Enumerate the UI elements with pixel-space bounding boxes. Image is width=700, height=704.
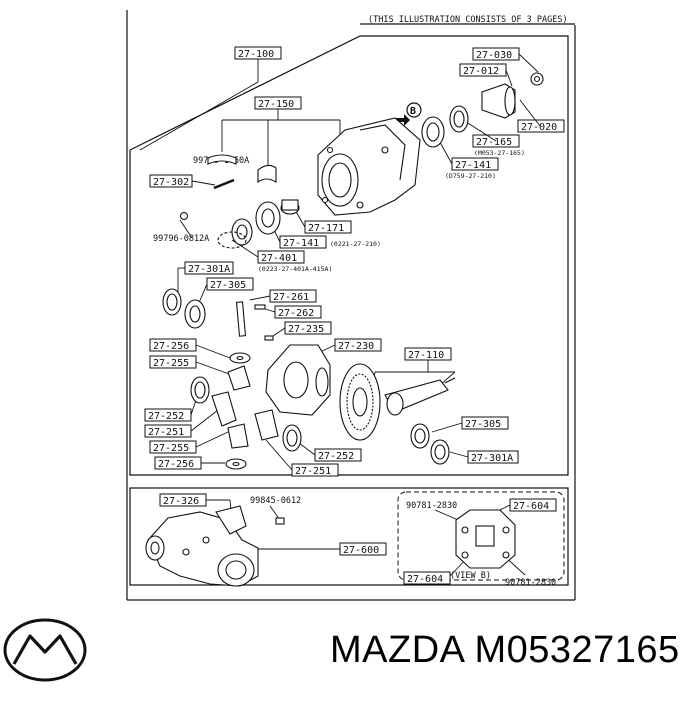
label-27-141b: 27-141 [283,238,319,249]
ref-0223-27-401a: (0223-27-401A-415A) [258,265,332,273]
label-27-302: 27-302 [153,177,189,188]
ref-m053-27-165: (M053-27-165) [474,149,525,157]
label-27-141a: 27-141 [455,160,491,171]
label-27-301b: 27-301A [471,453,513,464]
label-27-262: 27-262 [278,308,314,319]
view-b-marker: B [392,102,422,126]
ref-d759-27-210: (D759-27-210) [445,172,496,180]
main-panel [129,35,569,476]
label-27-235: 27-235 [288,324,324,335]
view-b-detail-drawing [455,509,516,569]
label-27-030: 27-030 [476,50,512,61]
mazda-logo-icon [3,618,87,682]
label-27-171: 27-171 [308,223,344,234]
label-27-252a: 27-252 [148,411,184,422]
label-27-261: 27-261 [273,292,309,303]
label-view-b: (VIEW B) [450,571,491,581]
label-27-604a: 27-604 [513,501,549,512]
label-27-100: 27-100 [238,49,274,60]
label-bolt-99796-0812a: 99796-0812A [153,234,209,244]
label-27-326: 27-326 [163,496,199,507]
pinion-bearing-set-drawing [421,72,544,148]
diff-carrier-assembly-drawing [145,505,285,587]
label-27-150: 27-150 [258,99,294,110]
carrier-housing-drawing [317,117,421,216]
header-note-group: (THIS ILLUSTRATION CONSISTS OF 3 PAGES) [368,15,568,25]
header-note: (THIS ILLUSTRATION CONSISTS OF 3 PAGES) [368,15,568,25]
label-27-165: 27-165 [476,137,512,148]
marker-b-letter: B [410,106,416,117]
label-27-305a: 27-305 [210,280,246,291]
label-27-600: 27-600 [343,545,379,556]
label-stud-90781-2830-bottom: 90781-2830 [505,578,556,588]
diff-case-drawing [265,344,331,416]
label-27-255a: 27-255 [153,358,189,369]
label-27-401: 27-401 [261,253,297,264]
ref-0221-27-210: (0221-27-210) [330,240,381,248]
side-bearings-drawing [217,199,300,249]
label-bolt-99845-0612: 99845-0612 [250,496,301,506]
label-27-305b: 27-305 [465,419,501,430]
brand-part-number: MAZDA M05327165 [330,629,680,671]
label-27-301a: 27-301A [188,264,230,275]
view-b-box [397,491,565,581]
label-27-012: 27-012 [463,66,499,77]
label-stud-90781-2830-top: 90781-2830 [406,501,457,511]
diff-internals-drawing [162,288,302,470]
side-bearing-caps-drawing [179,154,277,221]
label-27-255b: 27-255 [153,443,189,454]
label-27-256b: 27-256 [158,459,194,470]
label-27-020: 27-020 [521,122,557,133]
page-frame [126,10,576,601]
lower-panel [129,487,569,586]
ring-pinion-gear-drawing [339,363,456,465]
label-27-110: 27-110 [408,350,444,361]
label-27-604b: 27-604 [407,574,443,585]
label-27-256a: 27-256 [153,341,189,352]
label-box-27-604b [403,571,451,585]
label-27-230: 27-230 [338,341,374,352]
label-27-252b: 27-252 [318,451,354,462]
label-27-251b: 27-251 [295,466,331,477]
label-27-251a: 27-251 [148,427,184,438]
label-box-27-020 [517,119,565,133]
